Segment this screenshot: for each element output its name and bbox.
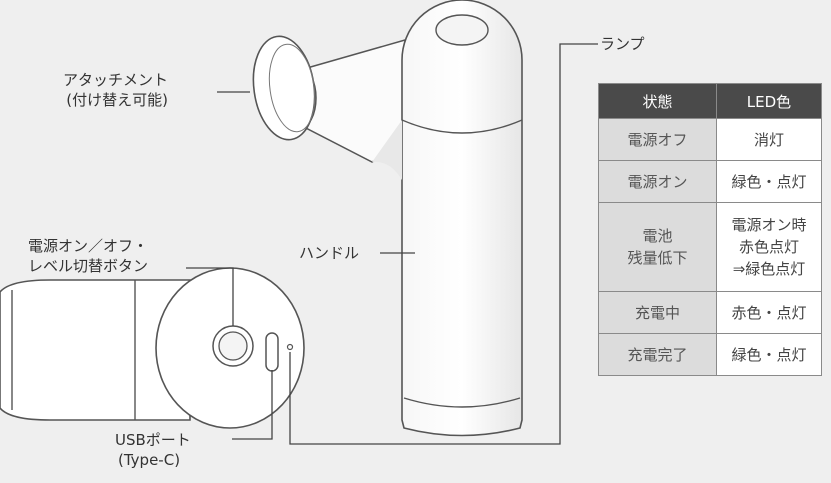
table-row: 電源オフ 消灯 [598,118,822,161]
header-led-color: LED色 [716,83,822,119]
header-state: 状態 [598,83,717,119]
handle-shadow [372,120,402,180]
attachment-head-inner [268,43,316,133]
leader-lines [186,43,598,445]
power-button-inner [218,331,248,361]
power-button-label: 電源オン／オフ・ レベル切替ボタン [28,237,149,275]
attachment-label: アタッチメント (付け替え可能) [63,71,169,109]
lamp-label: ランプ [600,35,645,53]
led-cell: 消灯 [716,118,822,161]
table-header-row: 状態 LED色 [598,83,822,119]
state-cell: 充電完了 [598,333,717,376]
led-cell: 赤色・点灯 [716,291,822,334]
led-status-table: 状態 LED色 電源オフ 消灯 電源オン 緑色・点灯 電池 残量低下 電源オン時 [598,83,822,376]
state-cell: 電源オフ [598,118,717,161]
led-cell: 電源オン時 赤色点灯 ⇒緑色点灯 [716,202,822,292]
handle-body [401,0,523,437]
power-button-leader [186,267,234,326]
table-row: 電源オン 緑色・点灯 [598,160,822,203]
table-row: 充電中 赤色・点灯 [598,291,822,334]
table-row: 充電完了 緑色・点灯 [598,333,822,376]
lamp-dot [286,343,294,351]
handle-top-cap [435,14,489,46]
handle-label: ハンドル [299,244,360,262]
handle-base-line [403,397,521,408]
led-cell: 緑色・点灯 [716,160,822,203]
handle-collar-line [401,119,523,134]
lamp-leader [289,43,598,445]
usb-port [265,332,279,372]
usb-port-label: USBポート (Type-C) [115,431,191,469]
state-cell: 電池 残量低下 [598,202,717,292]
state-cell: 充電中 [598,291,717,334]
usb-leader [232,370,273,440]
led-cell: 緑色・点灯 [716,333,822,376]
table-row: 電池 残量低下 電源オン時 赤色点灯 ⇒緑色点灯 [598,202,822,292]
side-body [0,279,191,421]
state-cell: 電源オン [598,160,717,203]
